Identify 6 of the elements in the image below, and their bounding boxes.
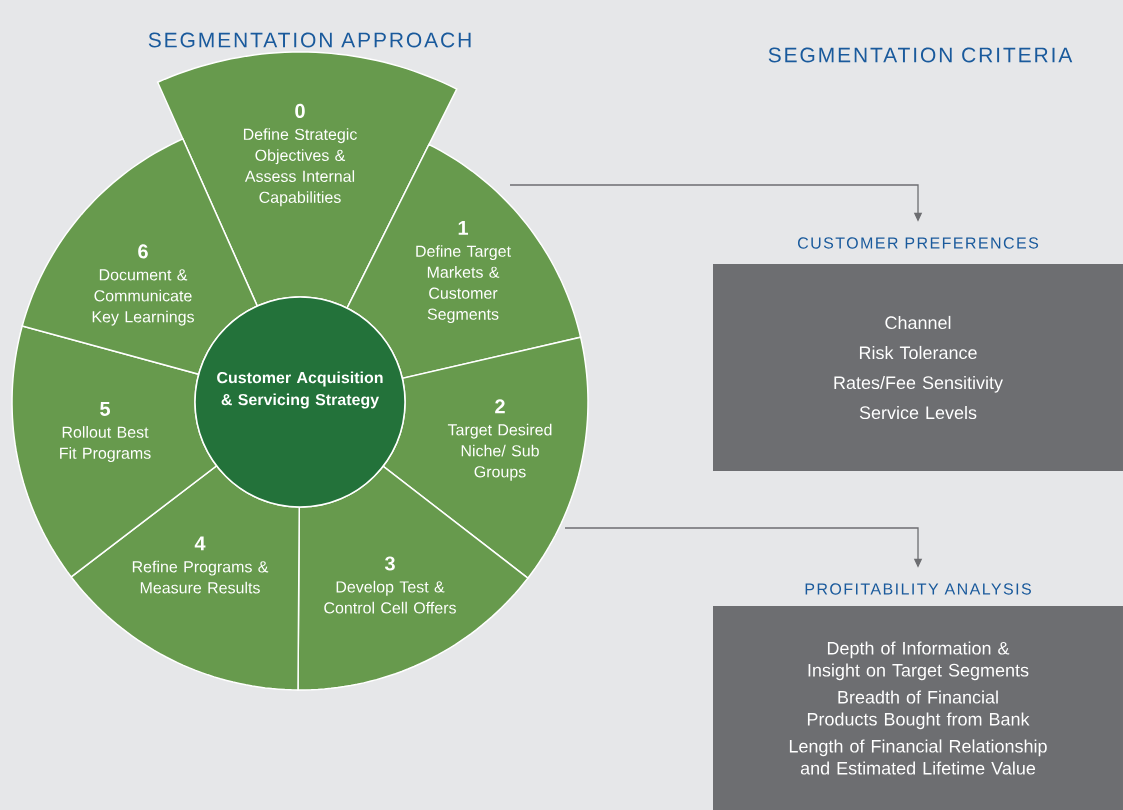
- criteria-panel: CUSTOMER PREFERENCES Channel Risk Tolerance Rates/Fee Sensitivity Service Levels: [713, 237, 1123, 471]
- wheel-sector: 4 Refine Programs & Measure Results: [70, 464, 301, 691]
- node-label: CUSTOMER PREFERENCES: [798, 237, 1039, 249]
- section-heading: SEGMENTATION CRITERIA: [768, 47, 1073, 63]
- node-label: PROFITABILITY ANALYSIS: [805, 583, 1031, 595]
- criteria-panel: PROFITABILITY ANALYSIS Depth of Information & Insight on Target Segments Breadth of Financial Products Bought from Bank Length of Financial Relationship and Estimated Lifetime Value: [713, 583, 1123, 810]
